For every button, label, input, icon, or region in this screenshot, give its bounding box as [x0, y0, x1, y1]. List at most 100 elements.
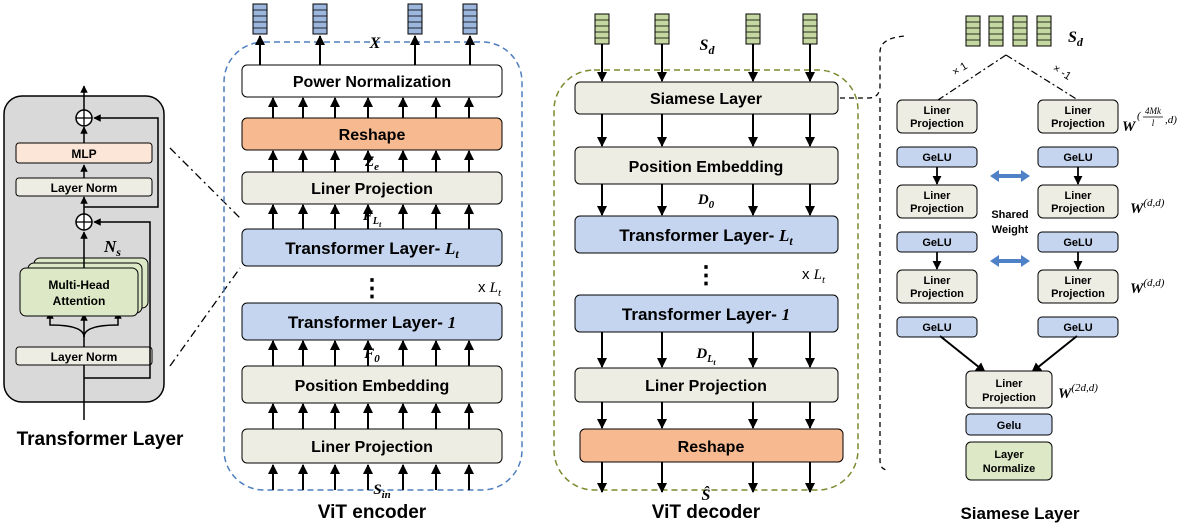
f0-label: F0 [363, 346, 380, 365]
transformer-layer-title: Transformer Layer [17, 429, 184, 450]
siamese-title: Siamese Layer [960, 504, 1079, 523]
shared-weight-arrow-bottom [990, 255, 1030, 267]
final-liner-projection-box [965, 370, 1053, 409]
right-gelu-label: GeLU [1063, 152, 1092, 164]
right-gelu-label: GeLU [1063, 237, 1092, 249]
layer-norm-bottom-label: Layer Norm [51, 350, 118, 364]
left-gelu-label: GeLU [922, 322, 951, 334]
final-gelu-box [965, 413, 1053, 436]
dlt-label: DLt [695, 346, 716, 367]
mha-label-1: Multi-Head [48, 278, 109, 292]
left-liner-projection-box [896, 184, 978, 219]
right-gelu-label: GeLU [1063, 322, 1092, 334]
decoder-transformer-lt-box [574, 215, 839, 254]
decoder-sd-label: Sd [700, 37, 716, 57]
final-gelu-label: Gelu [997, 420, 1021, 432]
w4-label: W(2d,d) [1058, 382, 1098, 402]
left-liner-projection-box [896, 269, 978, 304]
encoder-output-token [252, 3, 268, 35]
decoder-reshape-box [579, 428, 844, 463]
left-gelu-box [896, 316, 978, 338]
decoder-position-embedding-label: Position Embedding [629, 159, 784, 176]
decoder-input-token [594, 13, 610, 45]
w2-label: W(d,d) [1130, 197, 1165, 217]
encoder-liner-projection-bottom-label: Liner Projection [311, 439, 433, 456]
siamese-input-token [1012, 15, 1028, 47]
siamese-sd-label: Sd [1068, 29, 1084, 49]
w1-frac-den: l [1152, 118, 1155, 128]
encoder-reshape-label: Reshape [339, 127, 406, 144]
right-liner-projection-box [1037, 184, 1119, 219]
encoder-output-token [312, 3, 328, 35]
decoder-input-token [802, 13, 818, 45]
transformer-layer-panel: Layer Norm Multi-Head Attention Ns Layer… [3, 85, 184, 450]
decoder-liner-projection-label: Liner Projection [645, 378, 767, 395]
decoder-repeat: x Lt [802, 266, 826, 286]
encoder-transformer-lt-box [241, 228, 503, 267]
w1-frac-num: 4Mk [1145, 106, 1162, 116]
decoder-transformer-1-box [574, 294, 839, 333]
mlp-label: MLP [71, 147, 96, 161]
encoder-output-symbol: X [369, 35, 381, 52]
ze-label: Ze [364, 154, 379, 173]
siamese-input-token [988, 15, 1004, 47]
left-gelu-label: GeLU [922, 237, 951, 249]
decoder-input-token [745, 13, 761, 45]
encoder-title: ViT encoder [318, 502, 427, 523]
shared-weight-arrow-top [990, 170, 1030, 182]
mha-box [19, 267, 139, 317]
left-liner-projection-box [896, 99, 978, 134]
decoder-liner-projection-box [574, 367, 839, 403]
encoder-liner-projection-top-label: Liner Projection [311, 181, 433, 198]
decoder-siamese-layer-label: Siamese Layer [650, 91, 762, 108]
encoder-output-tokens [252, 3, 478, 35]
w1-tail: ,d) [1165, 114, 1177, 126]
encoder-output-token [407, 3, 423, 35]
ns-label: Ns [103, 237, 121, 259]
vit-decoder: Sd Siamese Layer Position Embedding D0 T… [553, 13, 859, 523]
layer-norm-top-label: Layer Norm [51, 181, 118, 195]
right-gelu-box [1037, 316, 1119, 338]
decoder-transformer-1-label: Transformer Layer- 1 [622, 305, 790, 324]
encoder-position-embedding-label: Position Embedding [295, 378, 450, 395]
encoder-transformer-lt-label: Transformer Layer- Lt [285, 239, 459, 261]
decoder-input-tokens [594, 13, 818, 45]
encoder-repeat: x Lt [478, 279, 502, 299]
decoder-reshape-label: Reshape [678, 439, 745, 456]
d0-label: D0 [697, 192, 715, 211]
right-liner-projection-box [1037, 99, 1119, 134]
sin-label: Sin [373, 482, 391, 501]
siamese-input-token [1036, 15, 1052, 47]
w3-label: W(d,d) [1130, 277, 1165, 297]
right-liner-projection-box [1037, 269, 1119, 304]
encoder-output-token [462, 3, 478, 35]
layer-normalize-box [965, 441, 1053, 481]
decoder-siamese-layer-box [574, 81, 839, 115]
mha-label-2: Attention [53, 294, 106, 308]
encoder-liner-projection-bottom-box [241, 428, 503, 464]
encoder-dots: ⋮ [360, 275, 384, 302]
power-normalization-label: Power Normalization [293, 74, 451, 91]
siamese-input-token [965, 15, 981, 47]
siamese-input-tokens [965, 15, 1052, 47]
decoder-arrows [597, 44, 815, 493]
encoder-arrows [255, 35, 475, 490]
encoder-transformer-1-label: Transformer Layer- 1 [288, 313, 456, 332]
mult-pos-label: × 1 [950, 60, 970, 78]
decoder-dots: ⋮ [694, 262, 718, 289]
flt-label: FLt [362, 208, 382, 229]
decoder-position-embedding-box [574, 146, 839, 185]
decoder-input-token [654, 13, 670, 45]
w1-open: ( [1137, 110, 1142, 122]
mult-neg-label: × -1 [1050, 62, 1073, 82]
left-gelu-label: GeLU [922, 152, 951, 164]
vit-encoder: X Power Normalization Reshape Ze Liner P… [223, 3, 523, 523]
